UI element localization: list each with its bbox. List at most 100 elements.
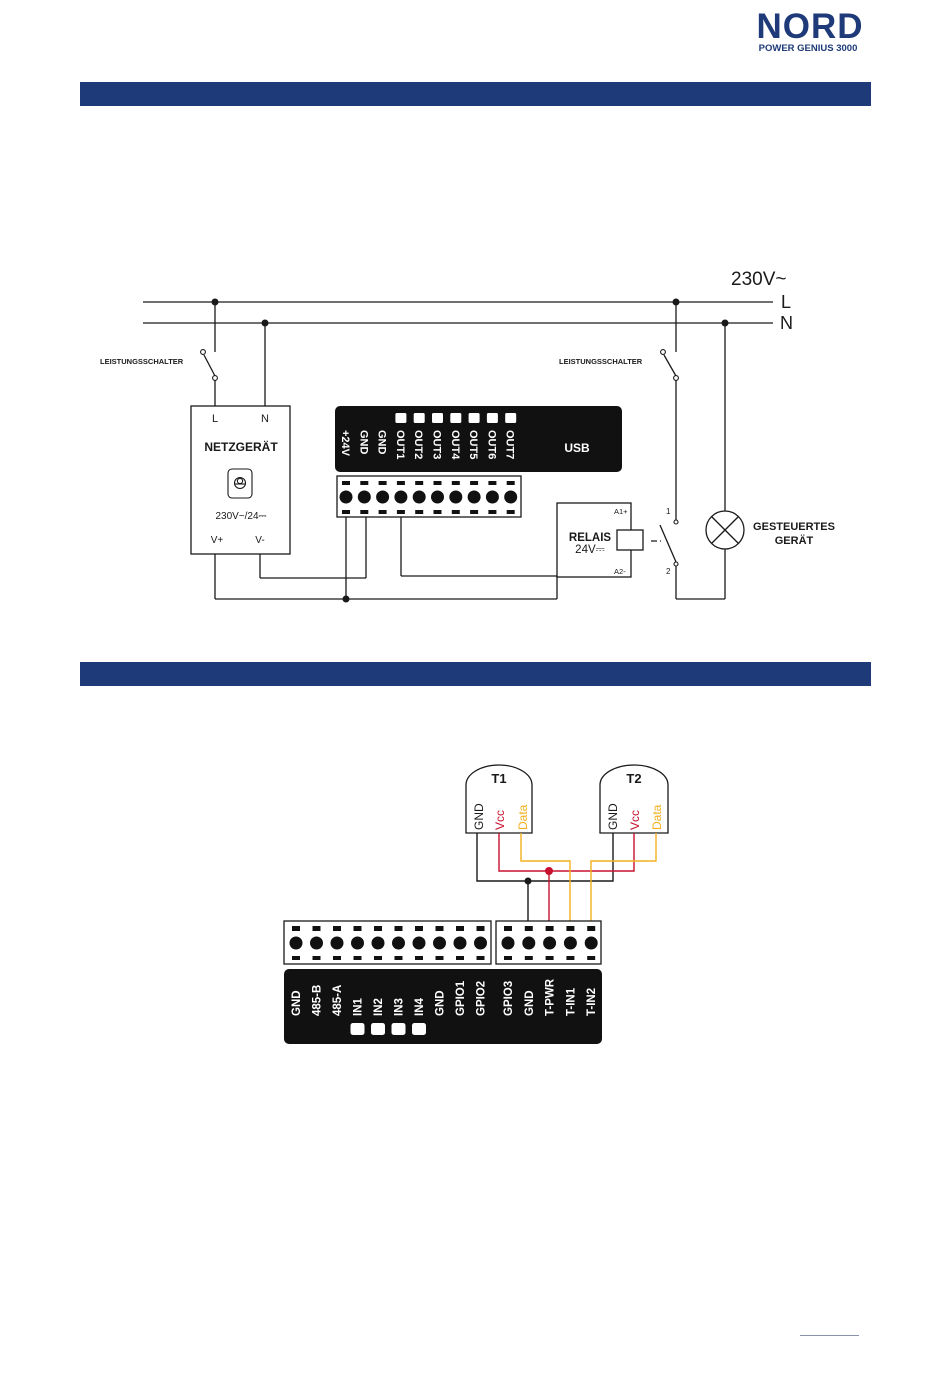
footer-rule [800, 1335, 859, 1336]
load-label-line1: GESTEUERTES [753, 521, 835, 533]
terminal-label: IN2 [373, 998, 385, 1016]
breaker-right-lever [663, 354, 677, 377]
sensor-t2-pin-data: Data [650, 804, 664, 830]
terminal-slot [456, 956, 464, 960]
wiring-diagram: 230V~ L N LEISTUNGSSCHALTER LEISTUNGSSCH… [100, 269, 835, 603]
terminal-slot [433, 481, 442, 485]
indicator-led [486, 413, 498, 423]
terminal-slot [451, 481, 460, 485]
indicator-led [413, 413, 425, 423]
nord-logo: NORD POWER GENIUS 3000 [756, 7, 863, 54]
terminal-screw [522, 936, 536, 950]
sensor-terminal-screws [289, 926, 598, 960]
terminal-slot [476, 926, 485, 931]
terminal-label: GPIO2 [476, 981, 488, 1016]
terminal-slot [435, 926, 444, 931]
terminal-label: OUT7 [504, 430, 516, 459]
breaker-terminals [200, 349, 679, 567]
relay-title: RELAIS [569, 532, 612, 544]
terminal-label: GND [524, 990, 536, 1016]
sensor-t1-body [465, 764, 533, 834]
terminal-slot [394, 926, 403, 931]
lamp-cross-b [711, 516, 739, 544]
terminal-slot [353, 956, 362, 960]
terminal-slot [470, 481, 479, 485]
indicator-led [450, 413, 462, 423]
terminal-screw [474, 936, 487, 950]
indicator-led [395, 413, 407, 423]
breaker-right-terminal-top [660, 349, 666, 355]
terminal-label: OUT4 [449, 430, 461, 460]
terminal-label: T-PWR [545, 978, 557, 1016]
terminal-slot [433, 510, 442, 514]
breaker-right-label: LEISTUNGSSCHALTER [559, 357, 643, 366]
terminal-slot [435, 956, 444, 960]
terminal-slot [456, 926, 464, 931]
terminal-slot [506, 481, 515, 485]
indicator-led [391, 1023, 406, 1035]
terminal-slot [504, 956, 512, 960]
psu-box [190, 405, 291, 555]
terminal-slot [333, 926, 341, 931]
terminal-screw [501, 936, 515, 950]
contact-1-label: 1 [666, 507, 671, 516]
psu-title: NETZGERÄT [204, 439, 278, 454]
terminal-screw [289, 936, 303, 950]
supply-voltage-label: 230V~ [731, 269, 786, 290]
terminal-slot [415, 926, 423, 931]
terminal-screw [449, 490, 463, 504]
psu-out-neg: V- [255, 535, 264, 546]
terminal-slot [394, 956, 403, 960]
terminal-slot [396, 510, 405, 514]
psu-out-pos: V+ [211, 535, 224, 546]
psu-transformer-icon [227, 468, 253, 499]
terminal-slot [342, 481, 350, 485]
contact-terminal-bottom [673, 561, 679, 567]
mains-label-N: N [780, 313, 793, 333]
logo-text: NORD [756, 7, 863, 46]
terminal-label: GND [435, 990, 447, 1016]
controller-indicator-leds [395, 413, 517, 423]
wire-vcc [498, 833, 635, 872]
terminal-label: GPIO1 [455, 980, 467, 1016]
indicator-led [432, 413, 443, 423]
terminal-slot [353, 926, 362, 931]
terminal-slot [360, 510, 369, 514]
wire-data-t2 [590, 833, 657, 927]
terminal-screw [394, 490, 408, 504]
terminal-slot [374, 956, 382, 960]
terminal-slot [488, 510, 497, 514]
sensor-t1-pin-data: Data [516, 804, 530, 830]
psu-in-N: N [261, 413, 269, 425]
breaker-left-lever [203, 354, 216, 377]
indicator-led [350, 1023, 365, 1035]
breaker-left-terminal-top [200, 349, 206, 355]
terminal-label: OUT1 [394, 430, 406, 459]
section-header-bar-2 [80, 662, 871, 686]
junction-dots [211, 298, 729, 603]
terminal-slot [292, 926, 300, 931]
terminal-label: T-IN1 [565, 987, 577, 1016]
junction-dot-gnd [524, 877, 532, 885]
terminal-slot [566, 926, 575, 931]
psu-rating: 230V~/24⎓ [215, 511, 266, 522]
terminal-label: OUT3 [431, 430, 443, 459]
terminal-label: T-IN2 [586, 988, 598, 1016]
controller-body [335, 406, 622, 472]
breaker-right-terminal-bottom [673, 375, 679, 381]
terminal-label: GND [357, 430, 369, 455]
sensor-t2-pin-vcc: Vcc [628, 810, 642, 830]
sensor-wires [476, 833, 657, 927]
terminal-label: OUT6 [485, 430, 497, 459]
contact-2-label: 2 [666, 567, 671, 576]
indicator-led [468, 413, 480, 423]
terminal-label: IN4 [414, 998, 426, 1017]
terminal-slot [506, 510, 515, 514]
terminal-slot [470, 510, 479, 514]
terminal-slot [545, 926, 554, 931]
junction-dot [342, 595, 350, 603]
terminal-slot [476, 956, 485, 960]
